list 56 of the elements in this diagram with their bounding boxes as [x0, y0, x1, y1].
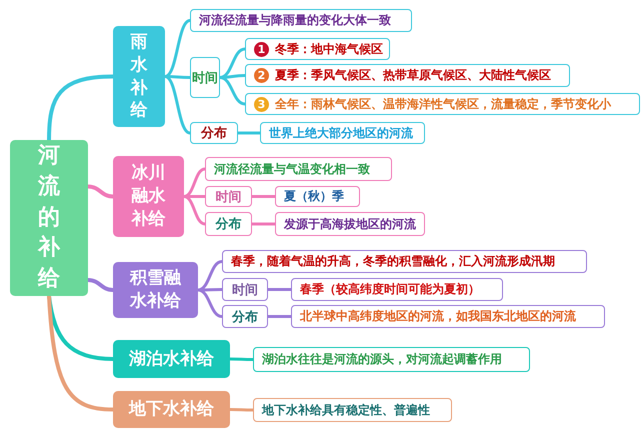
note-text: 夏季：季风气候区、热带草原气候区、大陆性气候区: [275, 67, 551, 84]
branch-box: [113, 391, 230, 428]
branch-line: [196, 260, 224, 292]
branch-line: [266, 288, 292, 291]
note-box: 夏（秋）季: [275, 186, 360, 207]
tag-box: 分布: [190, 122, 238, 144]
branch-text: 雨水补给: [129, 30, 149, 122]
branch-line: [164, 19, 192, 78]
branch-line: [86, 278, 115, 292]
topic-box: [10, 140, 88, 296]
tag-box: 时间: [205, 186, 252, 207]
branch-box: [113, 262, 198, 318]
tag-box: 分布: [222, 305, 268, 328]
branch-box: [113, 156, 184, 237]
number-badge: 2: [254, 68, 269, 83]
note-box: 发源于高海拔地区的河流: [275, 212, 425, 236]
note-box: 世界上绝大部分地区的河流: [260, 122, 425, 144]
branch-line: [228, 408, 254, 412]
branch-line: [236, 132, 262, 134]
note-box: 春季，随着气温的升高，冬季的积雪融化，汇入河流形成汛期: [222, 250, 587, 273]
branch-line: [250, 222, 276, 226]
branch-line: [86, 184, 115, 198]
branch-line: [182, 168, 206, 198]
branch-line: [47, 74, 115, 142]
branch-text: 地下水补给: [129, 398, 214, 421]
note-box: 春季（较高纬度时间可能为夏初）: [291, 278, 503, 301]
branch-text: 积雪融水补给: [128, 267, 182, 313]
note-box: [245, 64, 570, 87]
note-box: 地下水补给具有稳定性、普遍性: [253, 398, 452, 422]
note-box: 河流径流量与气温变化相一致: [205, 157, 392, 181]
note-box: [245, 38, 390, 60]
note-text: 全年：雨林气候区、温带海洋性气候区，流量稳定，季节变化小: [275, 96, 611, 112]
branch-box: [113, 340, 230, 378]
note-box: [245, 93, 640, 115]
branch-line: [250, 195, 276, 198]
branch-text: 湖泊水补给: [129, 348, 214, 370]
number-badge: 1: [254, 42, 269, 56]
branch-text: 冰川融水补给: [130, 162, 166, 231]
branch-line: [218, 76, 246, 106]
note-text: 冬季：地中海气候区: [275, 40, 383, 58]
tag-box: 时间: [222, 278, 268, 301]
branch-line: [47, 294, 115, 412]
note-box: 湖泊水往往是河流的源头，对河流起调蓄作用: [253, 347, 530, 372]
tag-box: 时间: [190, 57, 220, 98]
branch-line: [218, 48, 246, 79]
topic-text: 河流的补给: [37, 142, 61, 294]
branch-line: [196, 288, 224, 318]
note-box: 北半球中高纬度地区的河流，如我国东北地区的河流: [291, 305, 605, 328]
branch-line: [266, 315, 292, 318]
branch-line: [182, 195, 206, 226]
note-box: 河流径流量与降雨量的变化大体一致: [190, 9, 412, 32]
number-badge: 3: [254, 96, 269, 112]
branch-line: [228, 358, 254, 361]
branch-line: [164, 75, 192, 134]
branch-box: [113, 26, 165, 127]
tag-box: 分布: [205, 212, 252, 236]
